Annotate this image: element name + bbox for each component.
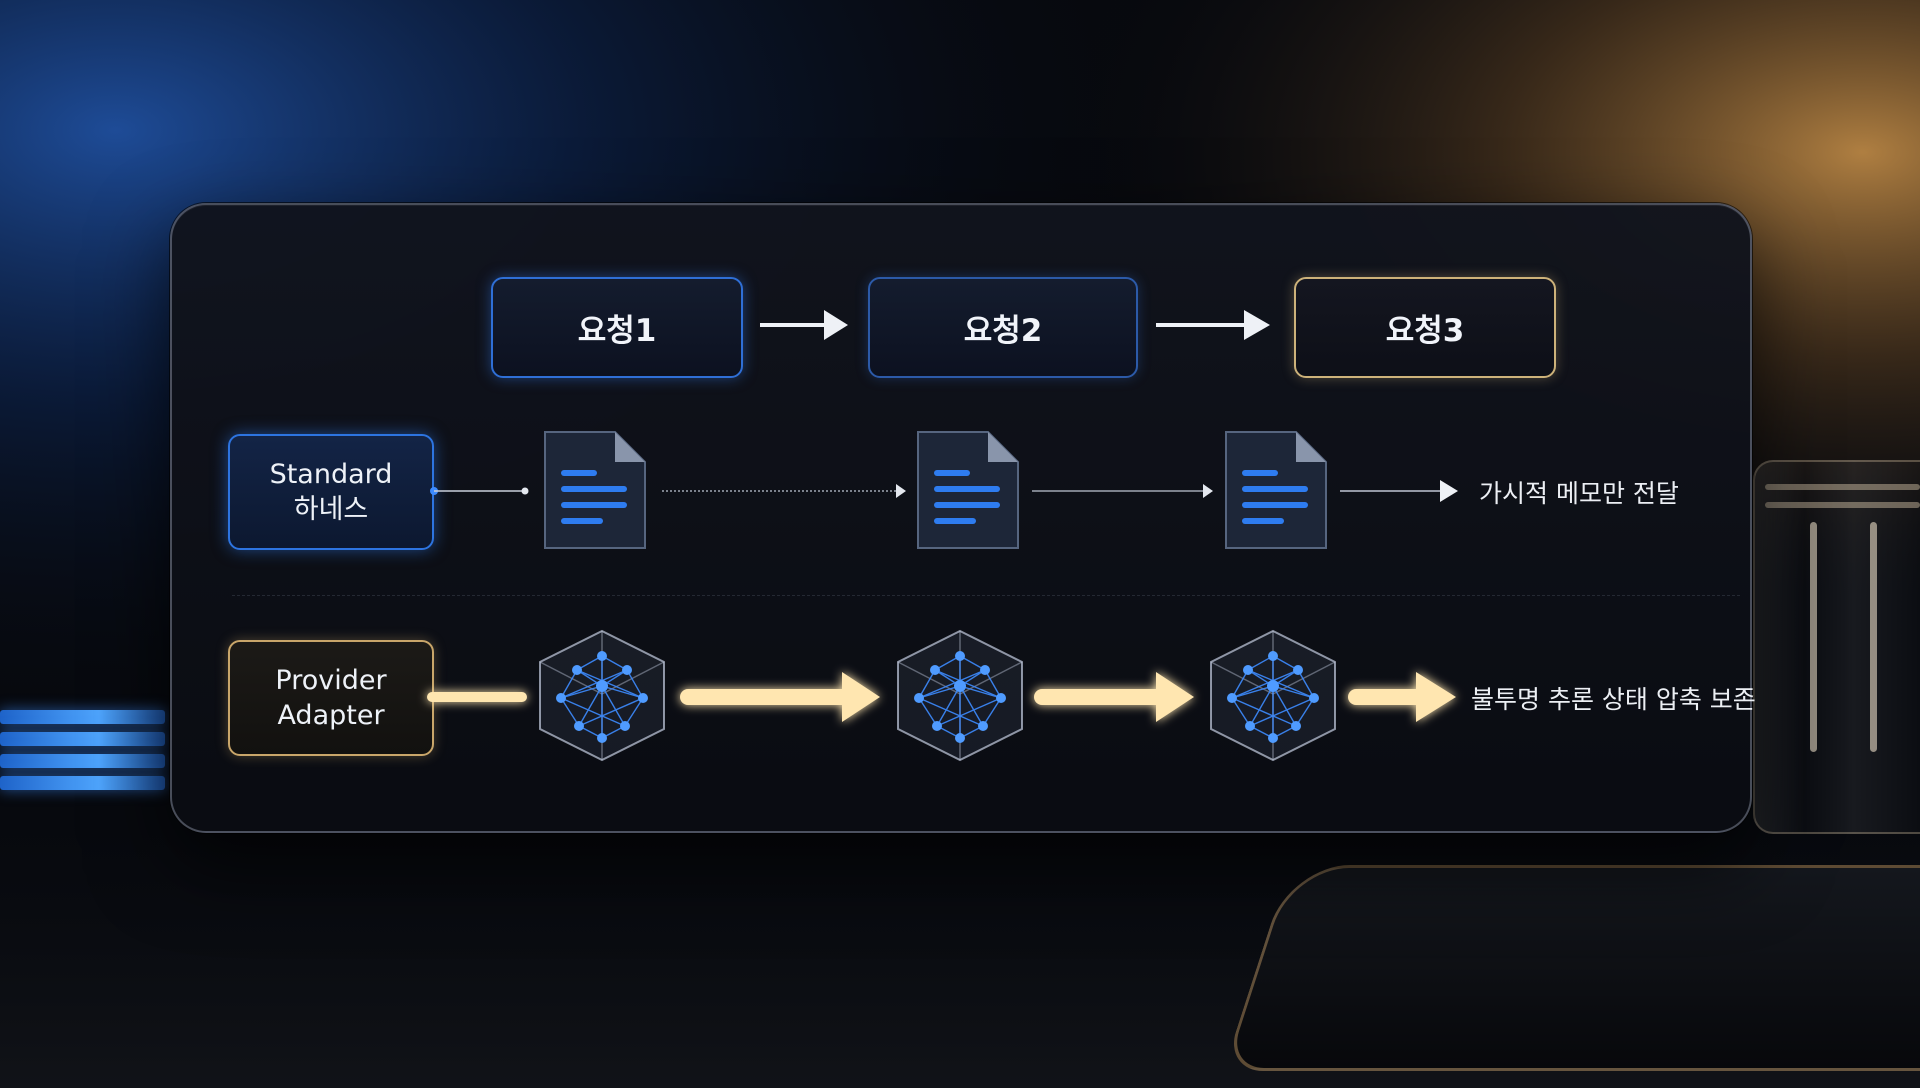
provider-connectors [427, 672, 1456, 722]
request-arrow-1 [760, 310, 848, 340]
request-3-label: 요청3 [1385, 313, 1465, 349]
request-2-box: 요청2 [868, 277, 1138, 378]
request-3-box: 요청3 [1294, 277, 1556, 378]
network-cube-icon [897, 630, 1023, 761]
standard-note: 가시적 메모만 전달 [1479, 479, 1679, 508]
row-divider [232, 595, 1740, 596]
request-1-box: 요청1 [491, 277, 743, 378]
request-2-label: 요청2 [963, 313, 1043, 349]
request-1-label: 요청1 [577, 313, 657, 349]
standard-harness-box: Standard 하네스 [228, 434, 434, 550]
network-cube-icon [539, 630, 665, 761]
provider-label-line2: Adapter [277, 700, 385, 731]
decorative-glass [1753, 460, 1920, 834]
standard-connectors [430, 480, 1458, 502]
decorative-glowing-stack [0, 700, 170, 810]
network-cube-icon [1210, 630, 1336, 761]
request-arrow-2 [1156, 310, 1270, 340]
standard-label-line1: Standard [269, 459, 393, 490]
document-icon [544, 431, 646, 549]
document-icon [1225, 431, 1327, 549]
provider-note: 불투명 추론 상태 압축 보존 [1471, 685, 1756, 714]
standard-label-line2: 하네스 [293, 494, 369, 525]
document-icon [917, 431, 1019, 549]
provider-label-line1: Provider [275, 665, 387, 696]
